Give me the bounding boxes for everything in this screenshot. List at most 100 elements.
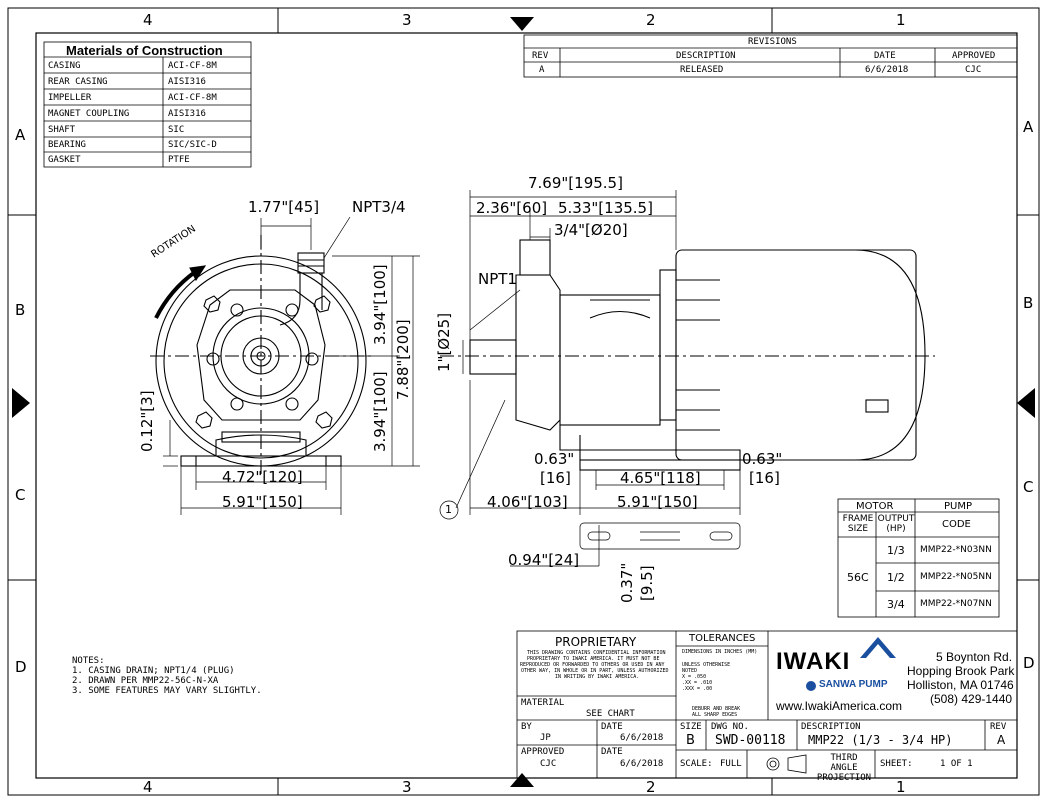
material-value: PTFE — [168, 155, 190, 165]
revisions-title: REVISIONS — [748, 37, 797, 47]
iwaki-logo: IWAKI — [776, 648, 851, 675]
dim-5-33: 5.33"[135.5] — [558, 199, 653, 217]
material-value: AISI316 — [168, 77, 206, 87]
proprietary-line: PROPRIETARY TO IWAKI AMERICA. IT MUST NO… — [527, 656, 660, 662]
balloon-1: 1 — [445, 503, 452, 516]
material-value: SIC — [168, 125, 185, 135]
dim-7-88: 7.88"[200] — [394, 319, 412, 400]
proprietary-line: IN WRITING BY IWAKI AMERICA. — [555, 674, 640, 680]
sheet-value: 1 OF 1 — [940, 759, 973, 769]
tolerance-line: UNLESS OTHERWISE — [682, 662, 731, 668]
date-header: DATE — [874, 51, 896, 61]
zone-top-3: 3 — [402, 11, 412, 29]
proprietary-line: OTHER WAY, IN WHOLE OR IN PART, UNLESS A… — [521, 668, 669, 674]
npt1-label: NPT1 — [478, 270, 517, 288]
material-value: ACI-CF-8M — [168, 61, 217, 71]
zone-top-2: 2 — [646, 11, 656, 29]
pump-code: MMP22-*N05NN — [920, 572, 992, 582]
zone-bottom-4: 4 — [143, 778, 153, 796]
material-part: IMPELLER — [48, 93, 92, 103]
pump-code: MMP22-*N07NN — [920, 599, 992, 609]
dim-5-91-front: 5.91"[150] — [222, 493, 303, 511]
dim-7-69: 7.69"[195.5] — [528, 174, 623, 192]
date-label: DATE — [601, 722, 623, 732]
dim-0-63-right: 0.63" — [742, 450, 783, 468]
proprietary-title: PROPRIETARY — [555, 635, 637, 649]
rev-value: A — [539, 65, 545, 75]
dim-16-right: [16] — [749, 469, 780, 487]
zone-left-d: D — [15, 658, 27, 676]
address-line: Holliston, MA 01746 — [907, 678, 1014, 692]
by-label: BY — [521, 722, 532, 732]
motor-header: MOTOR — [856, 501, 894, 512]
zone-right-c: C — [1023, 478, 1034, 496]
tolerances-title: TOLERANCES — [689, 633, 756, 644]
zone-top-1: 1 — [896, 11, 906, 29]
tolerance-line: .XX = .010 — [682, 680, 713, 686]
description-value: MMP22 (1/3 - 3/4 HP) — [808, 733, 953, 747]
approved-value: CJC — [540, 759, 557, 769]
address-line: 5 Boynton Rd. — [936, 650, 1013, 664]
zone-bottom-3: 3 — [402, 778, 412, 796]
npt34-label: NPT3/4 — [352, 198, 406, 216]
frame-size-header: FRAME SIZE — [842, 514, 874, 534]
output-value: 1/3 — [887, 544, 905, 557]
tolerance-line: DEBURR AND BREAK — [692, 706, 741, 712]
material-part: REAR CASING — [48, 77, 108, 87]
zone-top-4: 4 — [143, 11, 153, 29]
date2-value: 6/6/2018 — [620, 759, 664, 769]
dim-16-left: [16] — [540, 469, 571, 487]
dim-1-77: 1.77"[45] — [248, 198, 320, 216]
approved-label: APPROVED — [521, 747, 565, 757]
pump-header: PUMP — [944, 501, 973, 512]
rev-date: 6/6/2018 — [865, 65, 909, 75]
tolerance-line: ALL SHARP EDGES — [692, 712, 738, 718]
sheet-label: SHEET: — [880, 759, 913, 769]
dim-4-06: 4.06"[103] — [487, 493, 568, 511]
tolerance-line: NOTED — [682, 668, 698, 674]
size-label: SIZE — [680, 722, 702, 732]
material-value: AISI316 — [168, 109, 206, 119]
pump-code: MMP22-*N03NN — [920, 545, 992, 555]
material-part: GASKET — [48, 155, 81, 165]
material-value: SIC/SIC-D — [168, 140, 217, 150]
scale-label: SCALE: — [680, 759, 713, 769]
notes-title: NOTES: — [72, 656, 105, 666]
date-value: 6/6/2018 — [620, 733, 664, 743]
size-value: B — [686, 733, 695, 748]
material-part: BEARING — [48, 140, 86, 150]
address-line: (508) 429-1440 — [930, 692, 1013, 706]
proprietary-line: REPRODUCED OR FORWARDED TO OTHERS OR USE… — [520, 662, 665, 668]
dwg-number: SWD-00118 — [715, 733, 786, 748]
materials-title: Materials of Construction — [66, 43, 223, 58]
website: www.IwakiAmerica.com — [776, 699, 903, 713]
dim-5-91-side: 5.91"[150] — [617, 493, 698, 511]
proprietary-line: THIS DRAWING CONTAINS CONFIDENTIAL INFOR… — [527, 650, 666, 656]
date2-label: DATE — [601, 747, 623, 757]
material-part: SHAFT — [48, 125, 76, 135]
tolerance-line: X = .050 — [682, 674, 707, 680]
zone-bottom-1: 1 — [896, 778, 906, 796]
zone-left-c: C — [15, 486, 26, 504]
rev-label: REV — [990, 722, 1007, 732]
material-part: CASING — [48, 61, 81, 71]
output-value: 1/2 — [887, 571, 905, 584]
dim-0-94: 0.94"[24] — [508, 551, 580, 569]
note-2: 2. DRAWN PER MMP22-56C-N-XA — [72, 676, 219, 686]
dim-0-37: 0.37" — [618, 562, 636, 603]
rev-description: RELEASED — [680, 65, 724, 75]
frame-size-value: 56C — [847, 571, 869, 584]
dim-1-inch: 1"[Ø25] — [435, 312, 453, 372]
address-line: Hopping Brook Park — [907, 664, 1015, 678]
dim-3-4: 3/4"[Ø20] — [554, 221, 628, 239]
zone-left-b: B — [15, 301, 26, 319]
dim-3-94-upper: 3.94"[100] — [371, 264, 389, 345]
zone-right-a: A — [1023, 118, 1034, 136]
material-part: MAGNET COUPLING — [48, 109, 130, 119]
dim-9-5: [9.5] — [638, 565, 656, 601]
dim-4-72: 4.72"[120] — [222, 468, 303, 486]
output-header: OUTPUT (HP) — [877, 514, 915, 534]
rev-header: REV — [532, 51, 549, 61]
rev-approved: CJC — [965, 65, 982, 75]
material-value: SEE CHART — [586, 709, 635, 719]
